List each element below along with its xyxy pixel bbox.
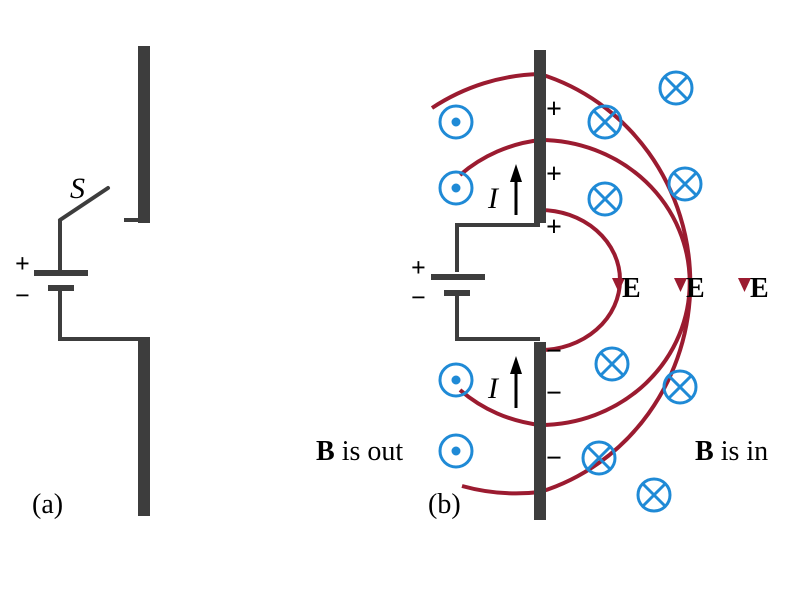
- wire-bottom-b: [455, 296, 540, 341]
- b-in-symbols: [581, 70, 703, 513]
- current-label-bottom: I: [487, 372, 500, 405]
- battery-short-plate-a: [48, 285, 74, 291]
- field-arrow-outer: [738, 278, 751, 292]
- switch-label: S: [70, 172, 85, 205]
- caption-b: (b): [428, 489, 461, 520]
- lower-plate-a: [138, 337, 150, 516]
- wire-top-b: [455, 223, 540, 272]
- cross-in-circle-icon: [667, 166, 703, 202]
- plus-charge-2: +: [546, 159, 562, 190]
- cross-in-circle-icon: [587, 181, 623, 217]
- b-out-symbols: [438, 104, 474, 469]
- switch-blade-a: [58, 186, 110, 222]
- plus-charge-1: +: [546, 94, 562, 125]
- dot-in-circle-icon: [438, 170, 474, 206]
- panel-a: S + − (a): [15, 46, 150, 520]
- cross-in-circle-icon: [587, 104, 623, 140]
- battery-short-plate-b: [444, 290, 470, 296]
- minus-charge-2: −: [546, 378, 562, 409]
- lower-plate-b: [534, 342, 546, 520]
- field-arrow-inner: [612, 278, 625, 292]
- cross-in-circle-icon: [662, 369, 698, 405]
- dot-in-circle-icon: [438, 433, 474, 469]
- field-arrow-middle: [674, 278, 687, 292]
- cross-in-circle-icon: [594, 346, 630, 382]
- plus-charge-3: +: [546, 212, 562, 243]
- current-arrow-bottom: [510, 356, 522, 408]
- field-label-inner: E: [622, 273, 641, 304]
- battery-long-plate-a: [34, 270, 88, 276]
- cross-in-circle-icon: [658, 70, 694, 106]
- upper-plate-a: [138, 46, 150, 223]
- dot-in-circle-icon: [438, 104, 474, 140]
- b-out-label: B is out: [316, 436, 403, 467]
- cross-in-circle-icon: [581, 440, 617, 476]
- battery-plus-b: +: [411, 253, 426, 282]
- minus-charge-3: −: [546, 443, 562, 474]
- battery-plus-a: +: [15, 249, 30, 278]
- field-label-outer: E: [750, 273, 769, 304]
- minus-charge-1: −: [546, 336, 562, 367]
- cross-in-circle-icon: [636, 477, 672, 513]
- wire-bottom-a: [58, 290, 144, 341]
- field-label-middle: E: [686, 273, 705, 304]
- battery-minus-b: −: [411, 283, 426, 312]
- b-in-label: B is in: [695, 436, 768, 467]
- battery-long-plate-b: [431, 274, 485, 280]
- dot-in-circle-icon: [438, 362, 474, 398]
- panel-b: + − I I + + + − − − E E E: [316, 50, 769, 520]
- field-line-outer: [430, 71, 693, 496]
- current-arrow-top: [510, 164, 522, 215]
- caption-a: (a): [32, 489, 63, 520]
- current-label-top: I: [487, 182, 500, 215]
- upper-plate-b: [534, 50, 546, 223]
- battery-minus-a: −: [15, 281, 30, 310]
